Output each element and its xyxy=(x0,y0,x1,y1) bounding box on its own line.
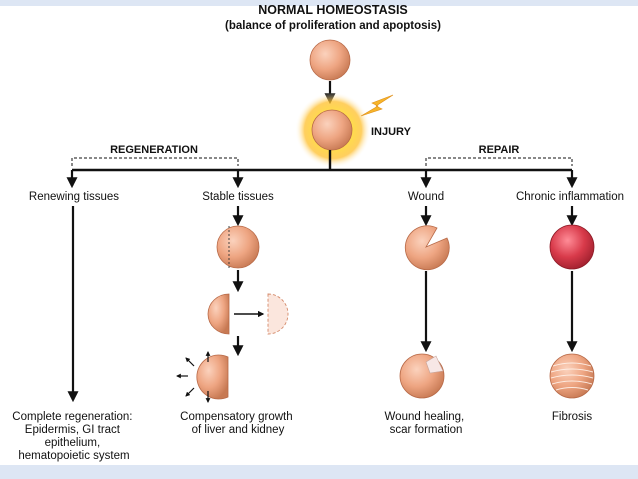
lightning-bolt-icon xyxy=(360,94,394,117)
label-chronic-inflammation: Chronic inflammation xyxy=(516,191,624,203)
regeneration-bracket xyxy=(71,157,239,166)
repair-bracket xyxy=(425,157,573,166)
top-frame-band xyxy=(0,0,638,6)
label-renewing-tissues: Renewing tissues xyxy=(29,191,119,203)
outcome-fibrosis: Fibrosis xyxy=(552,411,593,423)
outcome-complete-regeneration: Complete regeneration: Epidermis, GI tra… xyxy=(12,411,135,462)
compensatory-growth-cell xyxy=(196,354,229,400)
outcome-line: epithelium, xyxy=(45,437,101,449)
outcome-line: Complete regeneration: xyxy=(12,411,132,423)
outcome-compensatory-growth: Compensatory growth of liver and kidney xyxy=(180,411,296,436)
outcome-line: hematopoietic system xyxy=(18,450,129,462)
normal-cell xyxy=(309,39,351,81)
regeneration-label: REGENERATION xyxy=(110,144,198,156)
diagram-title: NORMAL HOMEOSTASIS xyxy=(258,3,408,17)
outcome-line: of liver and kidney xyxy=(192,424,285,436)
inflamed-cell xyxy=(549,224,595,270)
growth-arrow-downleft xyxy=(185,387,195,397)
fibrosis-strands xyxy=(550,362,594,391)
growth-arrow-upleft xyxy=(185,357,195,367)
bottom-frame-band xyxy=(0,465,638,479)
label-wound: Wound xyxy=(408,191,444,203)
fibrotic-cell xyxy=(549,353,595,399)
outcome-line: scar formation xyxy=(390,424,463,436)
outcome-line: Compensatory growth xyxy=(180,411,293,423)
outcome-line: Epidermis, GI tract xyxy=(25,424,121,436)
outcome-line: Wound healing, xyxy=(385,411,465,423)
diagram-subtitle: (balance of proliferation and apoptosis) xyxy=(225,20,441,32)
wounded-cell xyxy=(404,225,450,271)
removed-portion xyxy=(267,293,289,335)
injured-cell xyxy=(311,109,353,151)
label-stable-tissues: Stable tissues xyxy=(202,191,274,203)
remaining-fragment xyxy=(207,293,230,335)
scar-patch xyxy=(425,355,444,374)
injury-label: INJURY xyxy=(371,126,412,138)
liver-cell xyxy=(216,225,260,269)
outcome-wound-healing: Wound healing, scar formation xyxy=(385,411,468,436)
outcome-line: Fibrosis xyxy=(552,411,593,423)
repair-label: REPAIR xyxy=(479,144,520,156)
